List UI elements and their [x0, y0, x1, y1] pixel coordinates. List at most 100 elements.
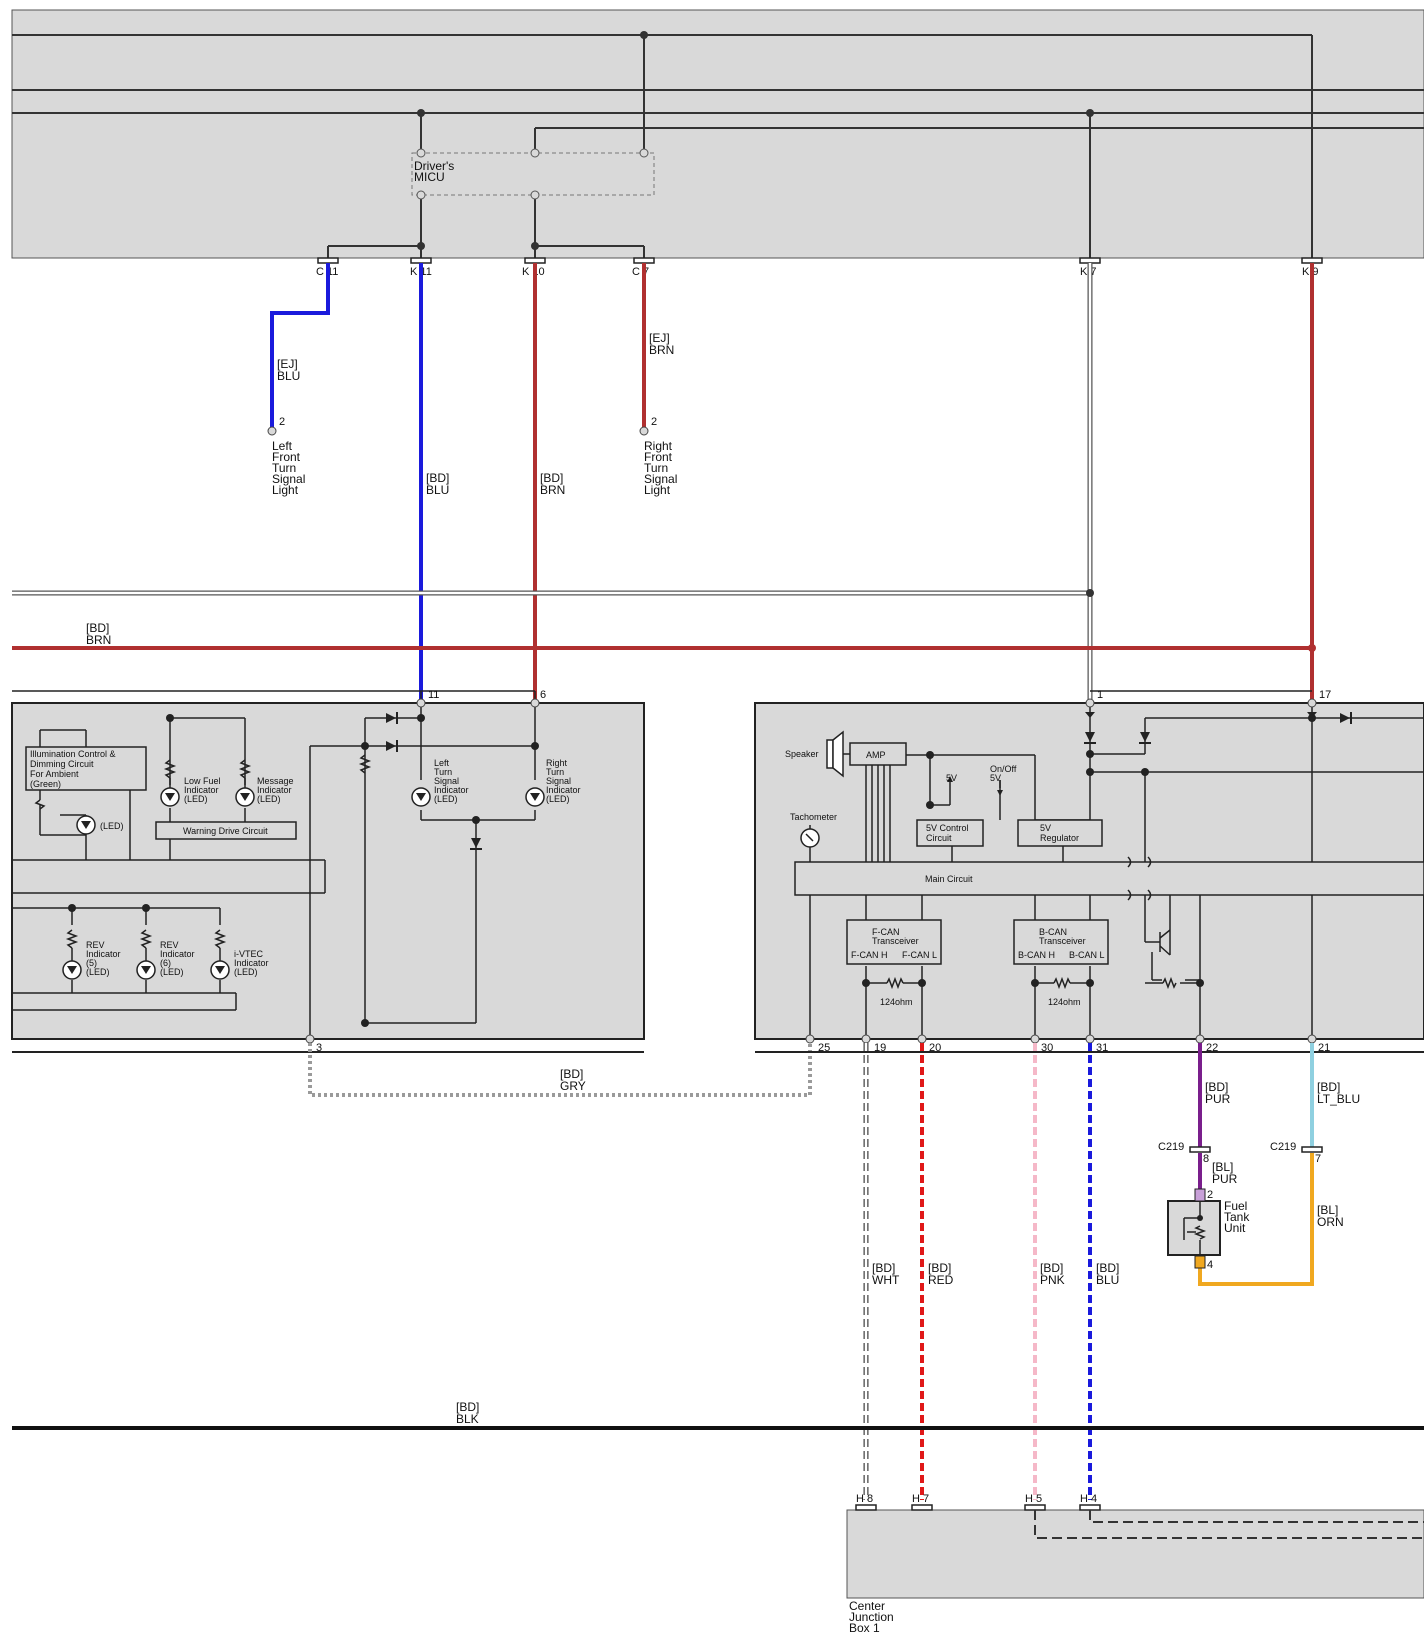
svg-text:Dimming Circuit: Dimming Circuit	[30, 759, 94, 769]
wire-left-front-blu	[270, 263, 330, 428]
led-arrows	[67, 793, 540, 974]
right-diodes	[1084, 712, 1352, 744]
bl-orn-code: [BL]	[1317, 1203, 1338, 1217]
left-front-light-label: Left Front Turn Signal Light	[272, 439, 305, 497]
left-cluster-junctions	[68, 714, 539, 1027]
svg-text:Turn: Turn	[272, 461, 296, 475]
micu-label-2: MICU	[414, 170, 445, 184]
svg-text:(LED): (LED)	[86, 967, 110, 977]
gry-code: [BD]	[560, 1067, 583, 1081]
rf-color: BRN	[649, 343, 674, 357]
svg-text:Illumination Control &: Illumination Control &	[30, 749, 116, 759]
svg-text:Junction: Junction	[849, 1610, 894, 1624]
pin-19: 19	[874, 1042, 886, 1054]
ltblu-color: LT_BLU	[1317, 1092, 1360, 1106]
svg-text:Turn: Turn	[644, 461, 668, 475]
c219a-pin: 8	[1203, 1153, 1209, 1165]
h8-label: H 8	[856, 1493, 873, 1505]
right-cluster-junctions	[862, 714, 1316, 987]
resistor-icon	[358, 754, 372, 774]
fcan-h: F-CAN H	[851, 950, 888, 960]
svg-text:Fuel: Fuel	[1224, 1199, 1247, 1213]
micu-label-1: Driver's	[414, 159, 454, 173]
svg-text:Left: Left	[434, 758, 450, 768]
k10-color: BRN	[540, 483, 565, 497]
cjb-internal-1	[1034, 1510, 1424, 1539]
pin-6: 6	[540, 689, 546, 701]
fuel-tank-label: Fuel Tank Unit	[1224, 1199, 1250, 1235]
junction-white	[1086, 589, 1094, 597]
svg-text:Message: Message	[257, 776, 294, 786]
onoff-label-2: 5V	[990, 773, 1001, 783]
rev6-label: REV Indicator (6) (LED)	[160, 940, 195, 977]
blu-code: [BD]	[1096, 1261, 1119, 1275]
svg-text:Box 1: Box 1	[849, 1621, 880, 1635]
micu-panel	[11, 9, 1424, 259]
ltblu-code: [BD]	[1317, 1080, 1340, 1094]
c219a-label: C219	[1158, 1141, 1184, 1153]
main-circuit-label: Main Circuit	[925, 874, 973, 884]
svg-text:Indicator: Indicator	[546, 785, 581, 795]
pin-21: 21	[1318, 1042, 1330, 1054]
svg-text:(LED): (LED)	[234, 967, 258, 977]
red-code: [BD]	[928, 1261, 951, 1275]
left-resistors	[34, 759, 252, 949]
warning-drive-label: Warning Drive Circuit	[183, 826, 268, 836]
pin-3: 3	[316, 1042, 322, 1054]
svg-text:Signal: Signal	[546, 776, 571, 786]
reg5v-label-1: 5V	[1040, 823, 1051, 833]
k11-code: [BD]	[426, 471, 449, 485]
svg-text:Indicator: Indicator	[86, 949, 121, 959]
svg-text:Turn: Turn	[546, 767, 564, 777]
svg-text:(LED): (LED)	[434, 794, 458, 804]
svg-text:Center: Center	[849, 1599, 885, 1613]
bcan-label-2: Transceiver	[1039, 936, 1086, 946]
junction-brn	[1308, 644, 1316, 652]
bus-brn-code: [BD]	[86, 621, 109, 635]
svg-text:(6): (6)	[160, 958, 171, 968]
right-front-light-label: Right Front Turn Signal Light	[644, 439, 677, 497]
svg-text:Indicator: Indicator	[434, 785, 469, 795]
v5-arrow	[947, 776, 953, 782]
ctrl5v-label-1: 5V Control	[926, 823, 969, 833]
wht-code: [BD]	[872, 1261, 895, 1275]
pin-20: 20	[929, 1042, 941, 1054]
pnk-code: [BD]	[1040, 1261, 1063, 1275]
svg-text:Tank: Tank	[1224, 1210, 1250, 1224]
pin-25: 25	[818, 1042, 830, 1054]
ctrl5v-box	[916, 819, 984, 847]
pin-30: 30	[1041, 1042, 1053, 1054]
bcan-box	[1013, 919, 1109, 965]
h-connectors	[855, 1504, 1101, 1511]
wire-gry	[308, 1043, 812, 1097]
bl-orn-color: ORN	[1317, 1215, 1344, 1229]
rf-terminal	[639, 426, 649, 436]
center-junction-label: Center Junction Box 1	[849, 1599, 894, 1635]
red-color: RED	[928, 1273, 954, 1287]
svg-text:Light: Light	[272, 483, 299, 497]
fcan-l: F-CAN L	[902, 950, 937, 960]
speaker-label: Speaker	[785, 749, 819, 759]
speaker-icon	[826, 730, 844, 778]
fcan-box	[846, 919, 942, 965]
wire-bl-orn	[1198, 1153, 1314, 1286]
svg-text:i-VTEC: i-VTEC	[234, 949, 264, 959]
bl-pur-code: [BL]	[1212, 1160, 1233, 1174]
transistor-icon	[1159, 929, 1171, 956]
reg5v-label-2: Regulator	[1040, 833, 1079, 843]
pin-31: 31	[1096, 1042, 1108, 1054]
illum-box	[25, 746, 147, 791]
bus-brn-color: BRN	[86, 633, 111, 647]
h7-label: H 7	[912, 1493, 929, 1505]
warning-drive-box	[155, 821, 297, 840]
fuel-pin4-terminal	[1194, 1255, 1206, 1269]
onoff-arrow	[997, 790, 1003, 796]
svg-text:Low Fuel: Low Fuel	[184, 776, 221, 786]
blu-color: BLU	[1096, 1273, 1119, 1287]
c219b-pin: 7	[1315, 1153, 1321, 1165]
fuel-tank-box	[1167, 1200, 1221, 1256]
k10-code: [BD]	[540, 471, 563, 485]
svg-text:Front: Front	[644, 450, 673, 464]
svg-text:REV: REV	[160, 940, 179, 950]
